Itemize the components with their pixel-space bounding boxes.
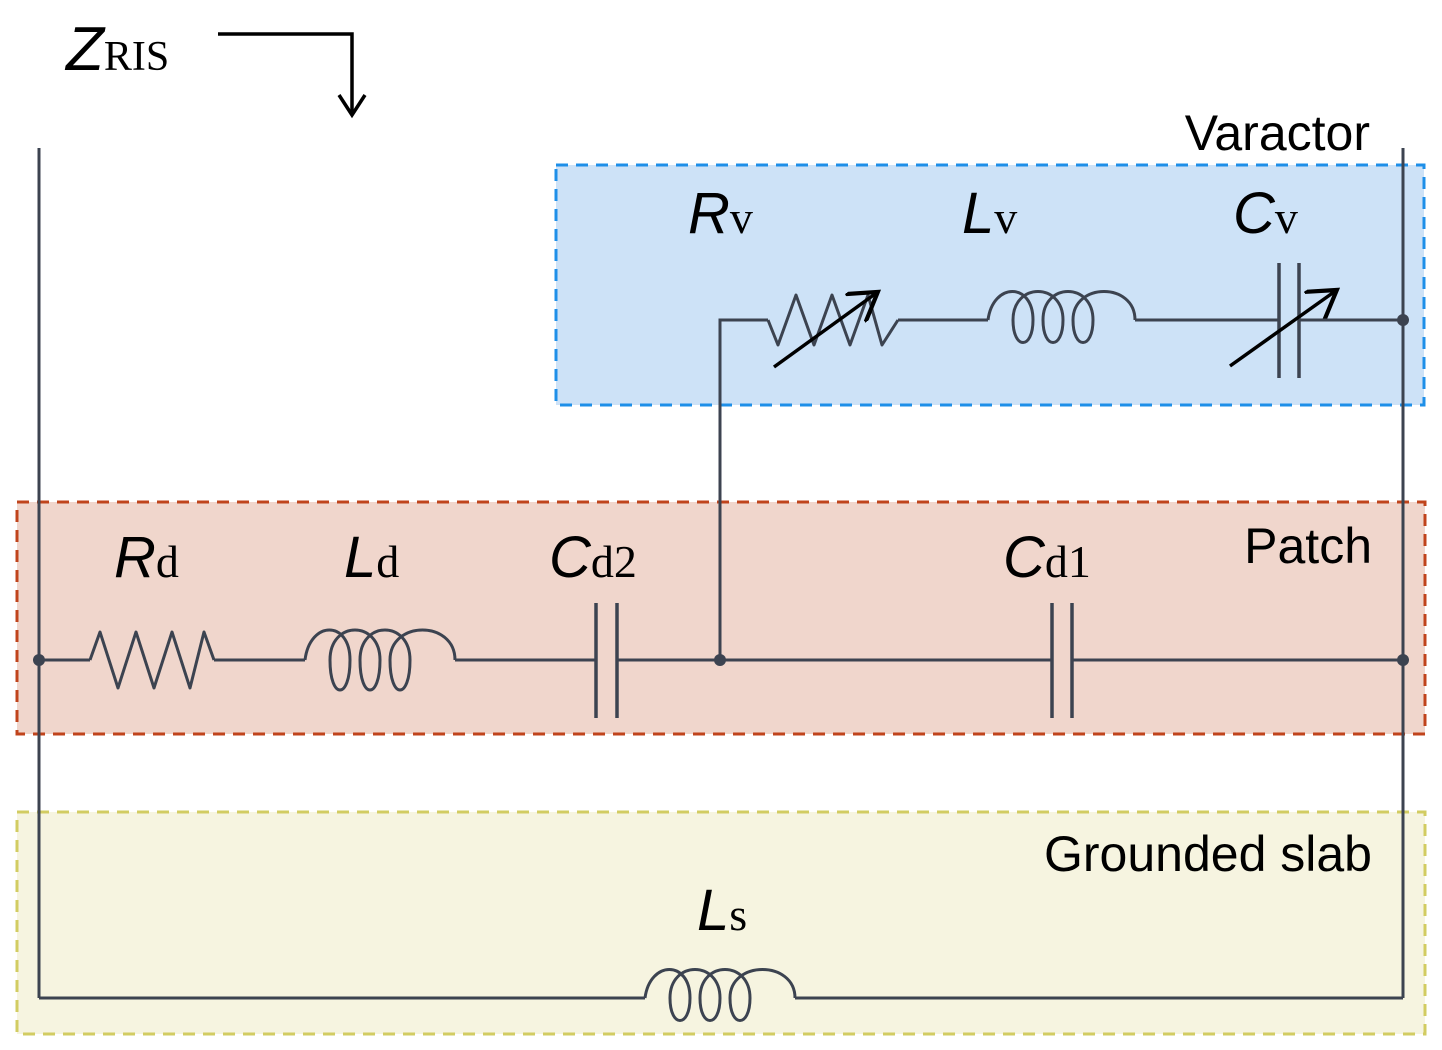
Rv-tunable-arrow	[772, 294, 875, 369]
Cv-tunable-arrow	[1228, 292, 1334, 368]
junction-dot-right-varactor	[1397, 314, 1409, 326]
input-arrow	[218, 32, 354, 112]
junction-dot-left	[33, 654, 45, 666]
Cv-label: Cv	[1233, 181, 1298, 246]
Ld-inductor	[303, 628, 457, 692]
Rv-resistor	[766, 293, 900, 347]
Ls-label: Ls	[697, 878, 747, 943]
Cd1-label: Cd1	[1003, 525, 1091, 590]
Lv-inductor	[986, 290, 1137, 344]
Lv-label: Lv	[962, 181, 1017, 246]
varactor-feed-wire	[718, 318, 768, 660]
junction-dot-right-patch	[1397, 654, 1409, 666]
input-arrow-head	[337, 94, 367, 119]
Ld-label: Ld	[344, 525, 399, 590]
Rd-resistor	[88, 630, 216, 690]
zris-label: ZRIS	[64, 15, 169, 84]
Rd-label: Rd	[114, 525, 179, 590]
patch-region-label: Patch	[1244, 518, 1372, 574]
junction-dot-middle	[714, 654, 726, 666]
grounded-slab-region-label: Grounded slab	[1044, 826, 1372, 882]
varactor-region-label: Varactor	[1185, 105, 1370, 161]
Ls-inductor	[643, 968, 797, 1022]
Cd2-label: Cd2	[549, 525, 637, 590]
Rv-label: Rv	[688, 181, 753, 246]
